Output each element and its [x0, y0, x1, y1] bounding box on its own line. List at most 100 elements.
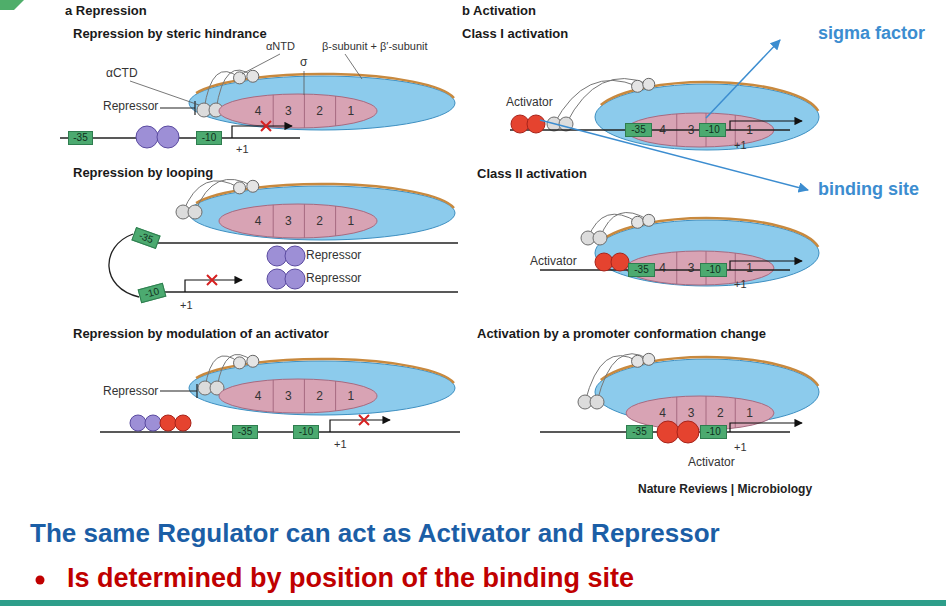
sigma-body — [219, 94, 377, 128]
repressor-protein — [145, 415, 161, 431]
repressor-protein — [267, 246, 287, 266]
alpha-linker — [566, 79, 649, 124]
corner-tab — [0, 0, 24, 10]
promoter-box: -10 — [293, 425, 319, 439]
sigma-domain-divider — [735, 398, 736, 428]
promoter-element: -10 — [701, 426, 726, 438]
sigma-domain-number: 2 — [316, 213, 323, 229]
alpha-ntd — [643, 78, 655, 90]
callout-label: sigma factor — [818, 23, 925, 45]
tss-label: +1 — [734, 278, 747, 291]
panel-subtitle: Repression by steric hindrance — [73, 26, 267, 42]
sigma-domain-number: 3 — [688, 405, 695, 421]
bullet-text: Is determined by position of the binding… — [67, 562, 634, 594]
panel-heading: a Repression — [65, 3, 147, 19]
alpha-ntd — [234, 72, 246, 84]
promoter-element: -10 — [701, 264, 726, 276]
sigma-domain-divider — [335, 381, 336, 411]
sigma-domain-divider — [273, 205, 274, 237]
block-cross — [207, 275, 217, 285]
sigma-body — [626, 113, 774, 147]
repressor-protein — [130, 415, 146, 431]
sigma-domain-number: 2 — [316, 388, 323, 404]
activator-protein — [175, 415, 191, 431]
promoter-box: -35 — [68, 131, 93, 145]
callout-label: binding site — [818, 179, 919, 201]
sigma-domain-number: 1 — [746, 260, 753, 276]
sigma-domain-divider — [273, 380, 274, 412]
alpha-ctd — [590, 395, 604, 409]
dna-strand — [164, 291, 458, 292]
rna-polymerase — [176, 179, 455, 240]
alpha-ntd — [234, 357, 246, 369]
repressor-protein — [157, 126, 179, 148]
tss-label: +1 — [734, 139, 747, 152]
alpha-ctd — [188, 205, 202, 219]
panel-heading: b Activation — [462, 3, 536, 19]
leader-line — [242, 54, 280, 74]
repressor-protein — [285, 246, 305, 266]
repressor-protein — [136, 126, 158, 148]
sigma-domain-number: 4 — [255, 213, 262, 229]
promoter-element: -35 — [133, 228, 160, 247]
regulator-label: Repressor — [306, 271, 361, 285]
alpha-ctd — [559, 117, 573, 131]
sigma-factor: 4321 — [218, 378, 378, 414]
sigma-domain-number: 4 — [255, 103, 262, 119]
promoter-element: -10 — [700, 124, 725, 136]
promoter-box: -10 — [138, 283, 167, 303]
promoter-box: -10 — [196, 131, 222, 145]
promoter-box: -10 — [700, 263, 727, 277]
slide-heading: The same Regulator can act as Activator … — [30, 518, 720, 549]
panel-subtitle: Activation by a promoter conformation ch… — [477, 326, 766, 342]
repressor-protein — [267, 269, 287, 289]
leader-line — [304, 71, 305, 95]
promoter-element: -35 — [233, 426, 257, 438]
panel-subtitle: Class II activation — [477, 166, 587, 182]
promoter-box: -10 — [699, 123, 726, 137]
sigma-domain-number: 1 — [347, 103, 354, 119]
sigma-domain-number: 3 — [688, 260, 695, 276]
dna-loop — [109, 234, 139, 297]
bottom-band — [0, 600, 946, 606]
alpha-linker — [585, 356, 638, 402]
promoter-box: -35 — [625, 123, 652, 137]
alpha-ntd — [632, 216, 644, 228]
regulator-label: Activator — [506, 95, 553, 109]
polymerase-core — [595, 220, 819, 286]
sigma-domain-number: 3 — [285, 388, 292, 404]
polymerase-core — [189, 76, 455, 130]
alpha-ntd — [632, 355, 644, 367]
repressor-protein — [285, 269, 305, 289]
tss-label: +1 — [180, 299, 193, 312]
sigma-domain-number: 3 — [285, 213, 292, 229]
alpha-linker — [195, 179, 253, 212]
activator-protein — [511, 115, 529, 133]
promoter-box: -35 — [232, 425, 258, 439]
inhibition-bar — [160, 384, 197, 398]
sigma-domain-divider — [304, 379, 305, 413]
bullet-dot — [36, 576, 45, 585]
sigma-domain-divider — [676, 252, 677, 284]
dna-strand — [540, 431, 790, 432]
activator-protein — [527, 115, 545, 133]
promoter-box: -35 — [131, 227, 160, 249]
sigma-domain-number: 4 — [659, 122, 666, 138]
sigma-domain-divider — [335, 206, 336, 236]
sigma-domain-number: 4 — [659, 405, 666, 421]
alpha-ntd — [234, 182, 246, 194]
alpha-ntd — [643, 214, 655, 226]
promoter-box: -35 — [628, 263, 655, 277]
regulator-label: Activator — [688, 455, 735, 469]
rna-polymerase — [189, 70, 455, 130]
sigma-domain-number: 1 — [746, 405, 753, 421]
sigma-domain-divider — [676, 114, 677, 146]
sigma-domain-number: 2 — [316, 103, 323, 119]
alpha-ntd — [247, 180, 259, 192]
alpha-ntd — [247, 355, 259, 367]
transcription-arrow — [185, 280, 242, 292]
sigma-factor: 4321 — [218, 203, 378, 239]
subunit-label: β-subunit + β′-subunit — [322, 40, 428, 53]
sigma-domain-divider — [304, 204, 305, 238]
